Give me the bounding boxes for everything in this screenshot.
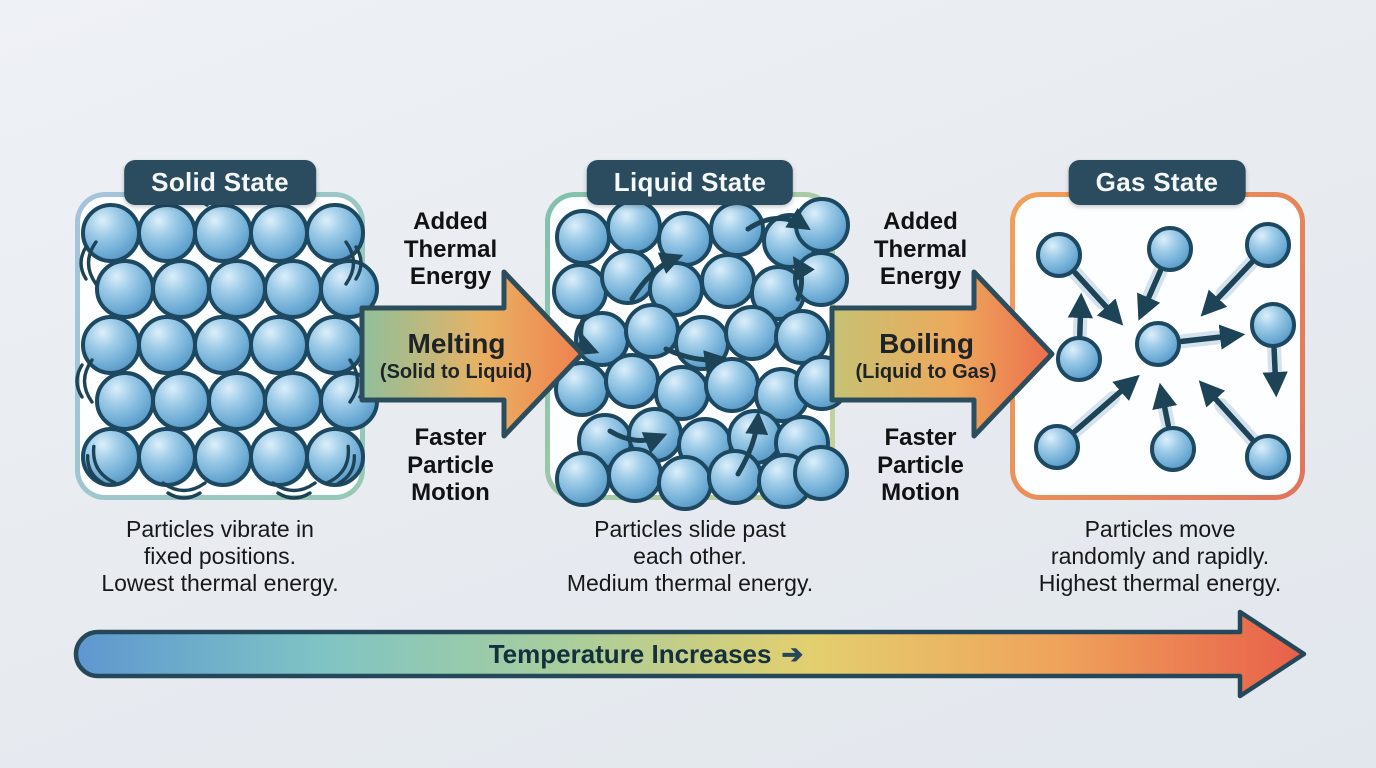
boiling-sublabel: (Liquid to Gas) [855,361,997,383]
gas-state-box-inner [1015,197,1300,495]
gas-particles-illustration [1034,222,1296,480]
solid-state-box-inner [75,188,379,500]
liquid-particles-illustration [552,197,850,511]
solid-state-caption: Particles vibrate in fixed positions. Lo… [101,516,339,597]
gas-state-box [1010,192,1305,500]
melting-arrow [359,269,585,439]
solid-state-box [75,188,379,500]
arrow-right-icon: ➔ [781,639,804,669]
solid-particles-illustration [75,188,379,500]
boiling-label: Boiling [879,328,974,359]
gas-state-caption: Particles move randomly and rapidly. Hig… [1038,516,1282,597]
melting-label: Melting [407,328,506,359]
liquid-state-box [545,192,850,511]
liquid-state-caption: Particles slide past each other. Medium … [566,516,814,597]
temperature-increases-text: Temperature Increases [488,639,772,669]
temperature-increases-label: Temperature Increases ➔ [346,639,946,670]
boiling-above-label: Added Thermal Energy [873,208,968,291]
liquid-state-box-inner [550,197,850,511]
melting-sublabel: (Solid to Liquid) [379,361,533,383]
boiling-arrow [829,269,1055,439]
temperature-gradient-arrow [73,609,1307,699]
melting-above-label: Added Thermal Energy [403,208,498,291]
melting-below-label: Faster Particle Motion [407,424,494,507]
boiling-below-label: Faster Particle Motion [877,424,964,507]
liquid-state-title: Liquid State [586,160,794,205]
solid-state-title: Solid State [124,160,316,205]
gas-state-title: Gas State [1068,160,1246,205]
